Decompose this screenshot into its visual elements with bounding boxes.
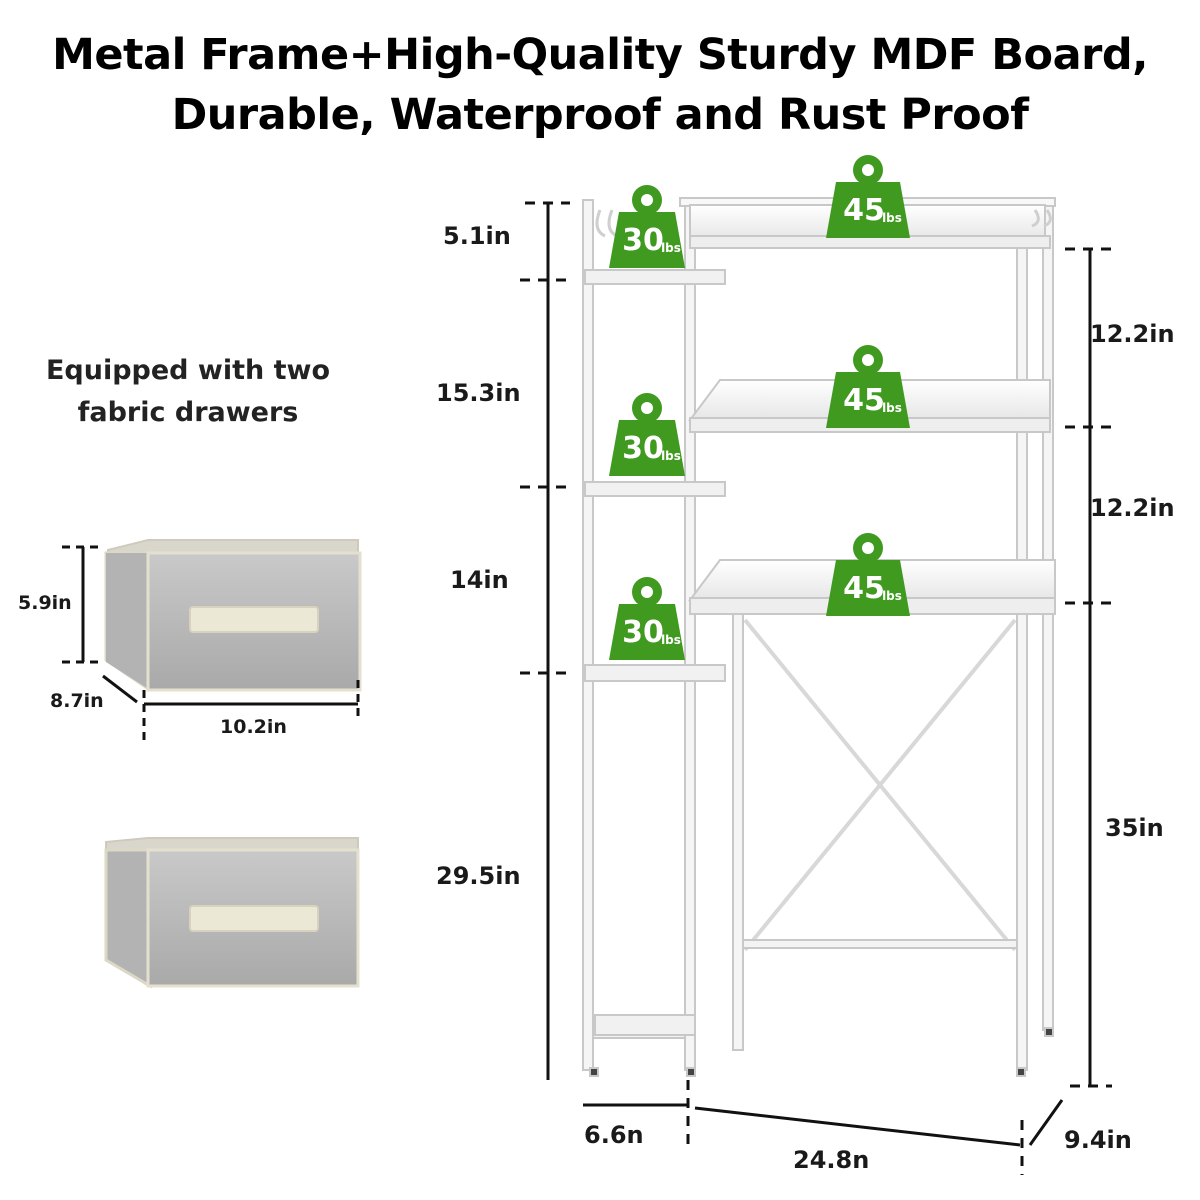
drawer-caption-line-1: Equipped with two bbox=[45, 355, 331, 386]
weight-unit: lbs bbox=[882, 211, 902, 225]
weight-unit: lbs bbox=[882, 589, 902, 603]
weight-icon bbox=[826, 560, 910, 616]
dimension-main-width-label: 24.8n bbox=[793, 1146, 870, 1174]
drawer-depth-label: 8.7in bbox=[50, 690, 104, 712]
headline-line-1: Metal Frame+High-Quality Sturdy MDF Boar… bbox=[52, 30, 1148, 80]
dimension-side-width-label: 6.6n bbox=[584, 1121, 644, 1149]
dimension-shelf-gap-1-label: 12.2in bbox=[1090, 320, 1175, 348]
hook-icon bbox=[1031, 209, 1040, 228]
weight-value: 45 bbox=[843, 571, 885, 606]
hook-icon bbox=[595, 209, 606, 238]
headline-line-2: Durable, Waterproof and Rust Proof bbox=[171, 90, 1029, 140]
weight-icon bbox=[826, 182, 910, 238]
weight-unit: lbs bbox=[661, 449, 681, 463]
weight-unit: lbs bbox=[882, 401, 902, 415]
weight-value: 30 bbox=[622, 431, 664, 466]
drawer-handle bbox=[189, 606, 319, 633]
side-shelf-1 bbox=[584, 269, 726, 285]
fabric-drawer-top bbox=[104, 539, 362, 692]
drawer-handle bbox=[189, 905, 319, 932]
weight-unit: lbs bbox=[661, 241, 681, 255]
weight-icon bbox=[609, 604, 685, 660]
weight-value: 45 bbox=[843, 193, 885, 228]
weight-value: 30 bbox=[622, 223, 664, 258]
dimension-shelf-gap-2-label: 12.2in bbox=[1090, 494, 1175, 522]
drawer-width-label: 10.2in bbox=[220, 716, 287, 738]
side-shelf-2 bbox=[584, 481, 726, 497]
weight-value: 30 bbox=[622, 615, 664, 650]
dimension-clearance-label: 35in bbox=[1105, 814, 1164, 842]
drawer-dimension-lines bbox=[62, 545, 360, 742]
dimension-upper-side-label: 15.3in bbox=[436, 379, 521, 407]
weight-icon bbox=[826, 372, 910, 428]
weight-icon bbox=[609, 212, 685, 268]
hook-icon bbox=[1043, 209, 1052, 228]
drawer-caption-line-2: fabric drawers bbox=[77, 397, 299, 428]
side-shelf-bottom bbox=[594, 1014, 696, 1036]
dimension-middle-side-label: 14in bbox=[450, 566, 509, 594]
weight-unit: lbs bbox=[661, 633, 681, 647]
dimension-top-label: 5.1in bbox=[443, 222, 511, 250]
drawer-height-label: 5.9in bbox=[18, 592, 72, 614]
weight-value: 45 bbox=[843, 383, 885, 418]
dimension-depth-label: 9.4in bbox=[1064, 1126, 1132, 1154]
fabric-drawer-bottom bbox=[104, 837, 360, 989]
dimension-lower-side-label: 29.5in bbox=[436, 862, 521, 890]
weight-icon bbox=[609, 420, 685, 476]
rack-dimension-lines bbox=[520, 201, 1112, 1175]
side-shelf-3 bbox=[584, 664, 726, 682]
